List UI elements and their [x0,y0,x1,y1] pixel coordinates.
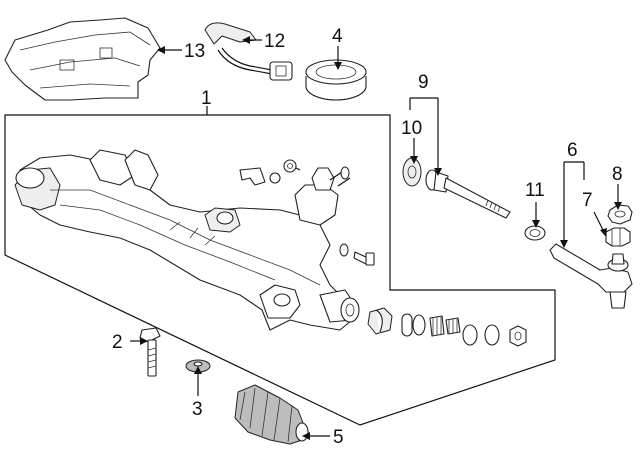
tie-rod-ring-part[interactable] [524,225,546,241]
callout-9: 9 [418,72,429,93]
assembly-outline [4,114,556,426]
outer-tie-rod-end-part[interactable] [549,243,633,309]
callout-5: 5 [333,427,344,448]
mounting-bolt-part[interactable] [139,327,161,377]
callout-11: 11 [525,180,545,201]
hex-nut-part[interactable] [607,204,633,225]
arrowheads [140,36,622,440]
callout-10: 10 [401,118,422,139]
leader-lines [130,39,619,437]
callout-7: 7 [582,190,593,211]
lock-washer-part[interactable] [402,157,422,187]
dust-seal-part[interactable] [305,59,367,101]
rack-internal-parts[interactable] [367,307,527,347]
small-bolt-part[interactable] [353,251,375,266]
bellows-boot-part[interactable] [234,384,309,445]
heat-shield-part[interactable] [4,17,161,101]
o-ring-part[interactable] [339,243,349,257]
wire-harness-part[interactable] [204,22,293,81]
callout-13: 13 [184,41,205,62]
steering-rack-assembly-part[interactable] [14,149,360,331]
castle-nut-part[interactable] [605,227,631,247]
callout-3: 3 [192,399,203,420]
callout-12: 12 [264,31,285,52]
callout-1: 1 [201,88,212,109]
callout-4: 4 [332,26,343,47]
callout-8: 8 [612,164,623,185]
inner-tie-rod-part[interactable] [425,169,511,219]
callout-2: 2 [112,332,123,353]
callout-6: 6 [567,140,578,161]
